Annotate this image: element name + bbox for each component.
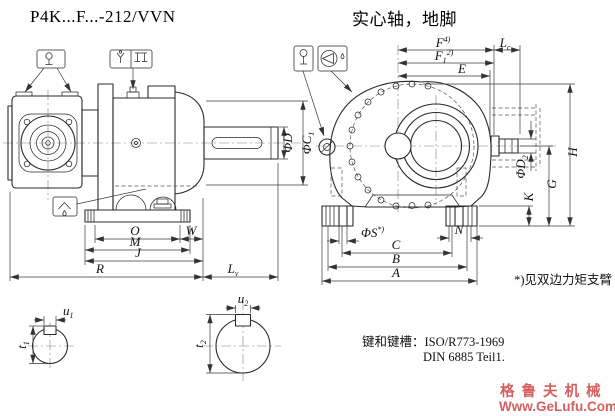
- dim-label-u2: u2: [238, 291, 249, 308]
- page-title-model: P4K...F...-212/VVN: [30, 7, 176, 26]
- torque-arm-footnote: *)见双边力矩支臂: [514, 273, 612, 287]
- side-view: ΦD ΦC1 O W M J R Lv: [3, 49, 316, 281]
- oil-drain-icon-box: [52, 188, 147, 217]
- bolt-circle: [349, 83, 475, 209]
- watermark-brand: 格鲁夫机械: [500, 382, 608, 400]
- breather-icon-box: [109, 49, 153, 89]
- dim-label-G: G: [544, 179, 559, 189]
- dim-label-phiC1: ΦC1: [299, 132, 316, 155]
- breather-vent-icon: [116, 50, 125, 63]
- footer-notes: 键和键槽：ISO/R773-1969 DIN 6885 Teil1.: [362, 335, 505, 364]
- keyway-slot: [211, 137, 263, 149]
- oil-plug: [131, 138, 141, 148]
- foot-base-front: [321, 205, 478, 227]
- dim-label-Lc: Lc: [499, 35, 511, 52]
- dim-label-R: R: [95, 261, 104, 276]
- dim-label-t2: t2: [191, 340, 208, 348]
- key-1: [43, 325, 57, 336]
- dim-label-B: B: [392, 251, 400, 266]
- eyebolt-icon-box-left: [24, 49, 72, 93]
- dim-label-F1: F12): [434, 48, 454, 65]
- dim-label-Lv: Lv: [227, 261, 239, 278]
- keyway-detail-1: u1 t1: [14, 303, 74, 370]
- gearbox-housing-side: [81, 83, 205, 211]
- side-view-dimensions: ΦD ΦC1 O W M J R Lv: [9, 100, 316, 281]
- torque-arm-phantom: [492, 104, 541, 171]
- dim-label-W: W: [186, 223, 198, 238]
- dim-label-E: E: [457, 61, 466, 76]
- oil-level-icon-box: [317, 45, 353, 93]
- dim-label-M: M: [129, 234, 142, 249]
- eyebolt-icon-box-right: [293, 45, 325, 137]
- gearbox-housing-front: [318, 80, 492, 210]
- front-view: F4) Lc F12) E H G K ΦD2: [293, 35, 612, 287]
- key-2: [234, 313, 252, 327]
- dim-label-N: N: [454, 222, 465, 237]
- front-view-right-dimensions: H G K ΦD2: [423, 83, 580, 227]
- motor-outline: [7, 91, 83, 189]
- dim-label-K: K: [521, 191, 536, 202]
- dim-label-u1: u1: [63, 303, 74, 320]
- eyebolt-icon: [45, 52, 53, 65]
- output-shaft-front: [490, 135, 519, 157]
- dim-label-J: J: [135, 245, 142, 260]
- keyway-standard-line1: 键和键槽：ISO/R773-1969: [362, 335, 504, 349]
- dim-label-H: H: [565, 147, 580, 158]
- input-shaft-end: [384, 132, 412, 160]
- oil-drain-icon: [58, 202, 71, 217]
- dim-label-phiD: ΦD: [280, 133, 295, 153]
- watermark: 格鲁夫机械 Www.GeLufu.Com: [499, 382, 615, 414]
- keyway-detail-2: u2 t2: [191, 291, 281, 381]
- dim-label-C: C: [392, 237, 401, 252]
- watermark-url: Www.GeLufu.Com: [499, 399, 615, 414]
- keyway-standard-line2: DIN 6885 Teil1.: [423, 350, 505, 364]
- dim-label-phiD2: ΦD2: [513, 155, 530, 178]
- front-view-bottom-dimensions: ΦS*) N C B A: [321, 222, 483, 285]
- front-view-top-dimensions: F4) Lc F12) E: [398, 35, 521, 135]
- dim-label-O: O: [130, 223, 140, 238]
- dim-label-F: F4): [435, 35, 451, 50]
- foot-base-side: [84, 194, 191, 223]
- page-title-config: 实心轴，地脚: [352, 10, 457, 29]
- oil-level-sight-icon: [320, 50, 345, 67]
- breather-plug: [126, 91, 140, 99]
- output-shaft-side: [203, 126, 279, 160]
- dim-label-A: A: [391, 265, 400, 280]
- bolt-holes: [346, 80, 432, 210]
- mounting-bracket-icon: [134, 52, 148, 62]
- dim-label-phiS: ΦS*): [361, 225, 384, 240]
- dim-label-t1: t1: [14, 341, 31, 349]
- eyebolt-icon: [299, 49, 308, 65]
- lifting-eyebolt: [318, 138, 336, 156]
